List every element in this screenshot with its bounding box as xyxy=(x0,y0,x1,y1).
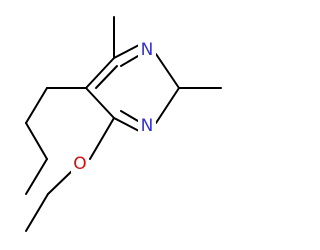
double-bond-c5-c6 xyxy=(95,65,118,89)
ring-bond-n3-c4 xyxy=(113,117,140,132)
ethyl-bond-c-c xyxy=(25,193,49,232)
atom-n1: N xyxy=(141,40,154,60)
structure-canvas: N N O xyxy=(25,16,222,232)
ethyl-bond-o-c xyxy=(47,169,74,195)
ring-bond-c5-c6 xyxy=(85,57,115,89)
butyl-bond-2 xyxy=(25,87,48,124)
ring-bond-c4-c5 xyxy=(85,87,115,119)
ring-bond-c6-n1 xyxy=(113,44,140,59)
atom-o1: O xyxy=(73,154,86,174)
ring-bond-n1-c2 xyxy=(155,53,180,89)
butyl-bond-3 xyxy=(25,122,48,160)
n3-background xyxy=(138,114,156,134)
bond-layer xyxy=(25,16,222,232)
double-bond-n3-c4 xyxy=(120,110,139,122)
atom-label-layer: N N O xyxy=(71,38,156,174)
ether-bond-c4-o xyxy=(89,117,115,160)
ring-bond-c2-n3 xyxy=(155,87,180,124)
o1-background xyxy=(71,151,89,173)
butyl-bond-4 xyxy=(25,158,48,195)
n1-background xyxy=(138,38,156,58)
atom-n3: N xyxy=(141,116,154,136)
double-bond-c6-n1 xyxy=(120,55,139,67)
molecule-diagram: N N O xyxy=(25,16,222,232)
